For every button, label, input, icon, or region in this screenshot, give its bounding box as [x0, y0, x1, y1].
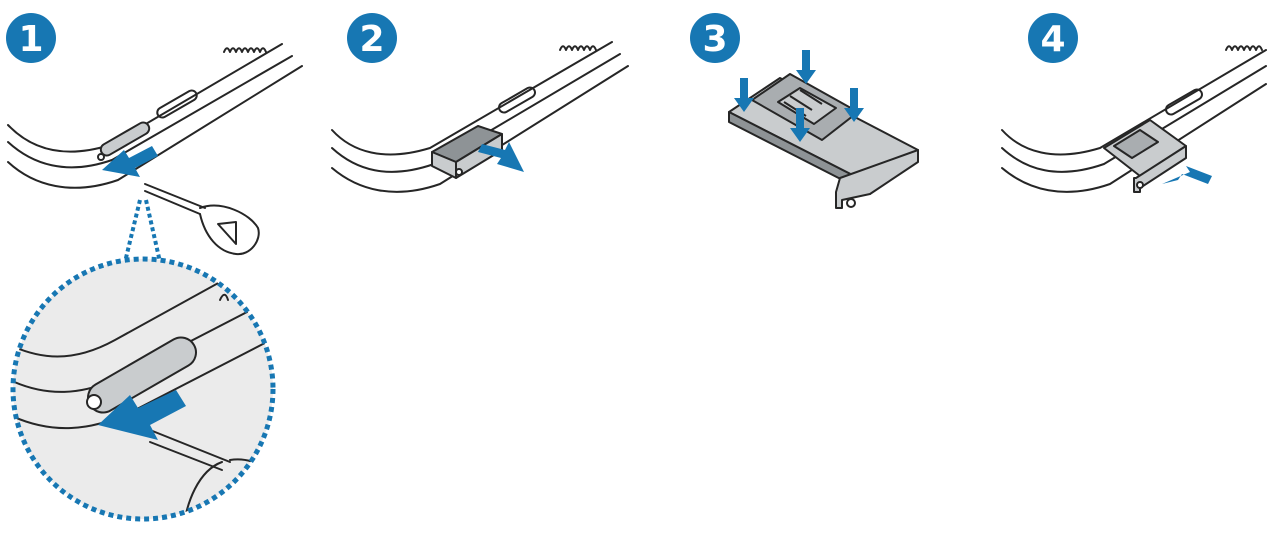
phone-corner — [7, 43, 303, 189]
step-3-badge: 3 — [690, 13, 740, 63]
zoom-magnifier — [10, 256, 276, 522]
zoom-insert-arrow-icon — [98, 390, 186, 440]
insert-arrow-icon — [102, 146, 158, 177]
phone-corner-4 — [1001, 45, 1267, 193]
down-arrow-icon — [790, 108, 810, 142]
step-2-number: 2 — [359, 19, 384, 60]
phone-corner-2 — [331, 41, 629, 193]
sim-tray-inserting — [1103, 119, 1187, 193]
step-1-number: 1 — [18, 19, 43, 60]
zoom-connector — [123, 199, 162, 263]
step-4-panel: 4 — [1001, 13, 1267, 193]
step-1-panel: 1 — [6, 13, 303, 522]
step-4-number: 4 — [1040, 19, 1065, 60]
sim-tray-slot — [97, 121, 151, 161]
step-2-badge: 2 — [347, 13, 397, 63]
step-4-badge: 4 — [1028, 13, 1078, 63]
sim-placement-arrows — [734, 50, 864, 142]
down-arrow-icon — [844, 88, 864, 122]
step-3-panel: 3 — [690, 13, 919, 209]
ejection-pin-icon — [144, 183, 260, 256]
down-arrow-icon — [796, 50, 816, 84]
pull-arrow-icon — [478, 142, 524, 172]
push-arrow-icon — [1162, 166, 1212, 184]
step-1-badge: 1 — [6, 13, 56, 63]
step-2-panel: 2 — [331, 13, 629, 193]
step-3-number: 3 — [702, 19, 727, 60]
down-arrow-icon — [734, 78, 754, 112]
